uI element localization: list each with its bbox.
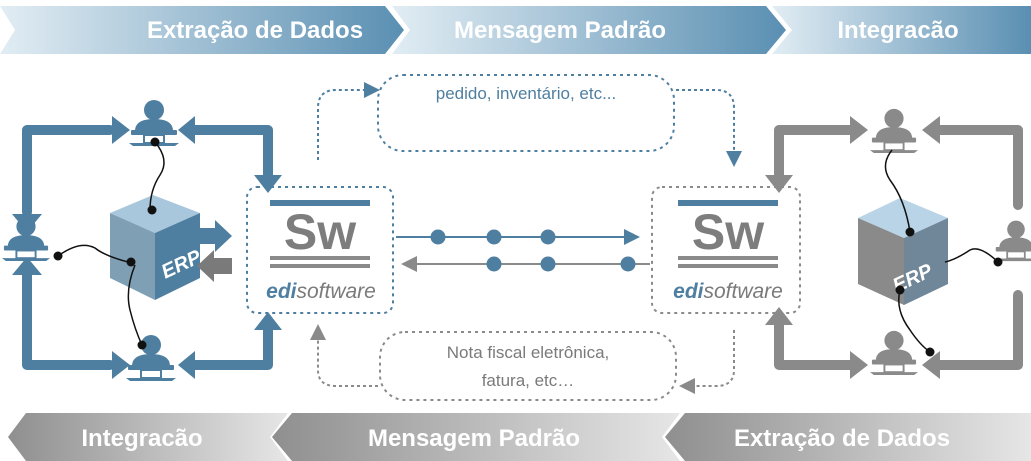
right-cycle-arrowheads <box>765 116 940 379</box>
top-banner-right-segment <box>772 6 1031 54</box>
left-sw-logo: Sw <box>284 204 356 260</box>
right-edi-node: Sw edisoftware <box>651 186 801 314</box>
bottom-cloud-line1: Nota fiscal eletrônica, <box>447 343 610 362</box>
left-cycle-bottom-left-arrow <box>22 270 115 370</box>
top-cloud-text: pedido, inventário, etc... <box>436 84 617 103</box>
right-sw-logo: Sw <box>692 204 764 260</box>
right-erp-cube-icon: ERP <box>858 198 948 305</box>
right-side-user-icon <box>994 219 1031 262</box>
right-arrowhead-bottom-mid <box>850 351 868 379</box>
bottom-banner-middle-label: Mensagem Padrão <box>368 425 580 452</box>
incoming-dots <box>486 256 636 272</box>
right-connectors <box>884 149 999 353</box>
bottom-flow-arrow-right <box>679 330 735 394</box>
right-cycle-bottom-right-arrow <box>935 290 1023 370</box>
bottom-banner-right-segment <box>665 413 1031 461</box>
left-edi-node: Sw edisoftware <box>246 186 394 314</box>
left-connector-dots <box>53 137 160 350</box>
left-logo-top-bar <box>270 200 370 206</box>
left-cycle-bottom-right-arrow <box>190 325 273 370</box>
left-bottom-user-icon <box>126 334 176 382</box>
left-arrowhead-bottom-mid <box>112 351 130 379</box>
left-cycle <box>22 125 273 370</box>
top-banner: Extração de Dados Mensagem Padrão Integr… <box>0 6 1031 54</box>
left-exchange-arrows <box>197 220 232 282</box>
top-flow-arrow-left <box>317 82 380 160</box>
outgoing-dots <box>430 229 556 245</box>
right-bottom-user-icon <box>870 329 918 376</box>
arrow-right-to-edi-icon <box>197 220 232 252</box>
top-flow-arrow-right <box>676 89 742 167</box>
top-banner-left-label: Extração de Dados <box>147 17 363 44</box>
bottom-banner-middle-segment <box>272 413 680 461</box>
left-brand-name: edisoftware <box>266 280 376 303</box>
right-brand-name: edisoftware <box>673 280 783 303</box>
left-logo-bottom-bar <box>270 256 370 260</box>
right-cycle <box>774 125 1023 370</box>
right-cycle-top-right-arrow <box>935 125 1023 210</box>
right-logo-bottom-bar <box>678 256 778 260</box>
transfer-lines <box>396 229 650 272</box>
bottom-banner: Integracão Mensagem Padrão Extração de D… <box>8 413 1031 461</box>
top-message-cloud: pedido, inventário, etc... <box>317 74 742 167</box>
right-arrowhead-bottom-right <box>922 351 940 379</box>
right-cycle-top-left-arrow <box>774 125 855 180</box>
right-arrowhead-left-down <box>765 175 793 193</box>
right-logo-bottom-bar-2 <box>678 264 778 268</box>
left-cycle-arrowheads <box>12 116 282 379</box>
left-cycle-top-right-arrow <box>190 125 273 180</box>
right-edi-box <box>651 186 801 314</box>
left-side-user-icon <box>2 215 50 262</box>
left-cycle-top-left-arrow <box>22 125 115 217</box>
left-arrowhead-right-down <box>254 175 282 193</box>
bottom-banner-left-segment <box>8 413 288 461</box>
left-arrowhead-top-right-in <box>178 116 195 144</box>
left-arrowhead-right-up <box>254 312 282 330</box>
right-arrowhead-top-mid <box>850 116 868 144</box>
top-banner-left-segment <box>0 6 404 54</box>
right-connector-dots <box>895 227 1003 357</box>
right-cycle-bottom-left-arrow <box>774 320 855 370</box>
left-arrowhead-bottom-right <box>178 351 195 379</box>
bottom-banner-right-label: Extração de Dados <box>734 425 950 452</box>
arrow-left-from-edi-icon <box>197 250 232 282</box>
bottom-banner-left-label: Integracão <box>81 425 202 452</box>
top-banner-right-label: Integracão <box>837 17 958 44</box>
left-arrowhead-bottom-left <box>12 257 42 275</box>
bottom-cloud-line2: fatura, etc… <box>482 371 575 390</box>
left-edi-box <box>246 186 394 314</box>
bottom-flow-arrow-left <box>310 324 378 387</box>
top-banner-middle-label: Mensagem Padrão <box>454 17 666 44</box>
left-connectors <box>57 141 165 346</box>
left-arrowhead-top-mid <box>112 116 130 144</box>
right-top-user-icon <box>870 107 918 154</box>
right-arrowhead-left-up <box>765 307 793 325</box>
bottom-message-cloud: Nota fiscal eletrônica, fatura, etc… <box>310 324 735 401</box>
top-banner-middle-segment <box>392 6 786 54</box>
left-logo-bottom-bar-2 <box>270 264 370 268</box>
right-arrowhead-top-right <box>922 116 940 144</box>
bottom-cloud-box <box>379 331 677 401</box>
left-erp-cube-icon: ERP <box>110 195 205 300</box>
right-logo-top-bar <box>678 200 778 206</box>
